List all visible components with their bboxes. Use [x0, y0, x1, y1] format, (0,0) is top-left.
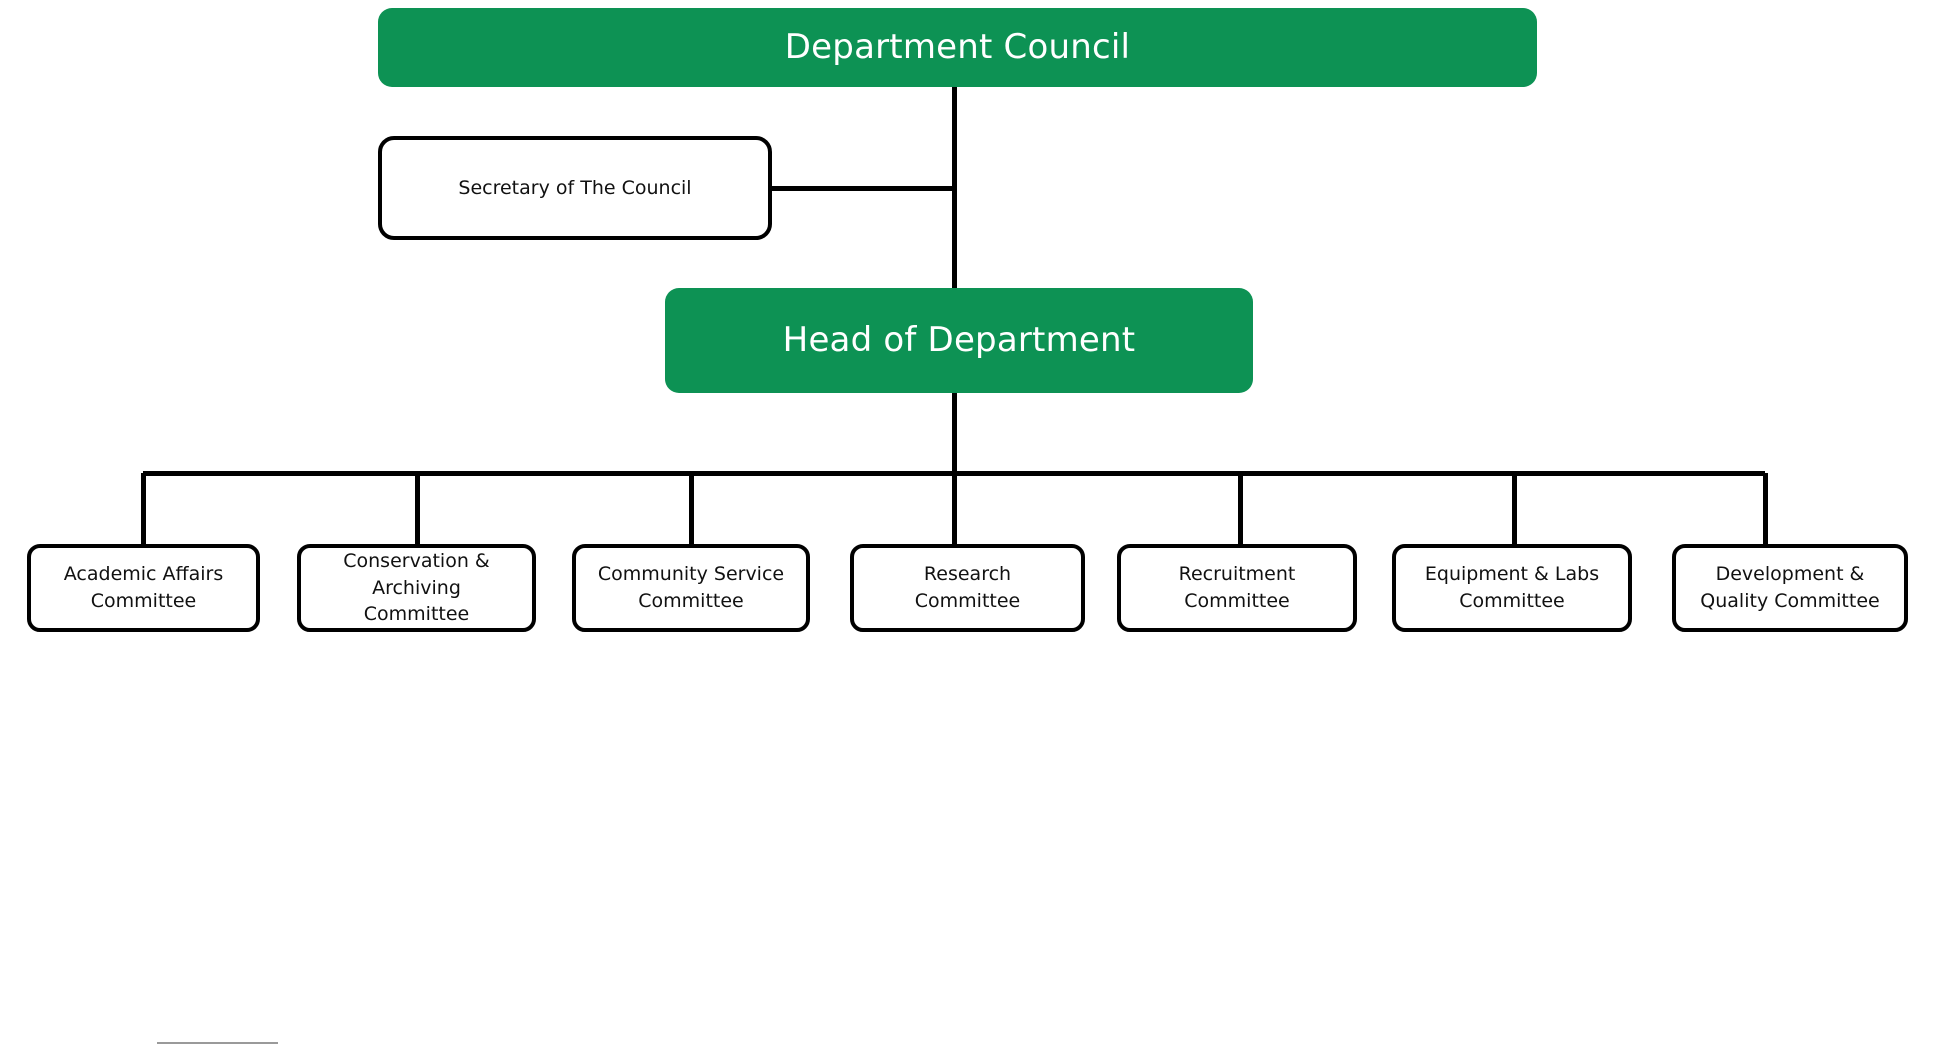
- node-head-of-department[interactable]: Head of Department: [665, 288, 1253, 393]
- node-committee-1[interactable]: Academic Affairs Committee: [27, 544, 260, 632]
- connector-drop-5: [1238, 473, 1243, 544]
- node-committee-3-label: Community Service Committee: [597, 563, 785, 612]
- connector-secretary-to-trunk: [772, 186, 956, 191]
- node-committee-4-label: Research Committee: [914, 563, 1021, 612]
- connector-drop-4: [952, 473, 957, 544]
- connector-drop-3: [689, 473, 694, 544]
- connector-drop-6: [1512, 473, 1517, 544]
- node-committee-3[interactable]: Community Service Committee: [572, 544, 810, 632]
- node-secretary-of-the-council-label: Secretary of The Council: [458, 176, 692, 199]
- node-department-council[interactable]: Department Council: [378, 8, 1537, 87]
- node-committee-7[interactable]: Development & Quality Committee: [1672, 544, 1908, 632]
- node-committee-2-label: Conservation & Archiving Committee: [343, 549, 490, 626]
- connector-drop-1: [141, 473, 146, 544]
- node-committee-7-label: Development & Quality Committee: [1700, 563, 1880, 612]
- node-committee-1-label: Academic Affairs Committee: [63, 563, 224, 612]
- node-committee-6-label: Equipment & Labs Committee: [1424, 563, 1600, 612]
- bottom-rule-artifact: [157, 1042, 278, 1044]
- node-committee-2[interactable]: Conservation & Archiving Committee: [297, 544, 536, 632]
- connector-drop-2: [415, 473, 420, 544]
- connector-head-to-bus: [952, 393, 957, 473]
- node-head-of-department-label: Head of Department: [782, 319, 1136, 360]
- node-secretary-of-the-council[interactable]: Secretary of The Council: [378, 136, 772, 240]
- node-department-council-label: Department Council: [784, 26, 1131, 67]
- node-committee-5[interactable]: Recruitment Committee: [1117, 544, 1357, 632]
- node-committee-4[interactable]: Research Committee: [850, 544, 1085, 632]
- node-committee-5-label: Recruitment Committee: [1178, 563, 1296, 612]
- connector-drop-7: [1763, 473, 1768, 544]
- node-committee-6[interactable]: Equipment & Labs Committee: [1392, 544, 1632, 632]
